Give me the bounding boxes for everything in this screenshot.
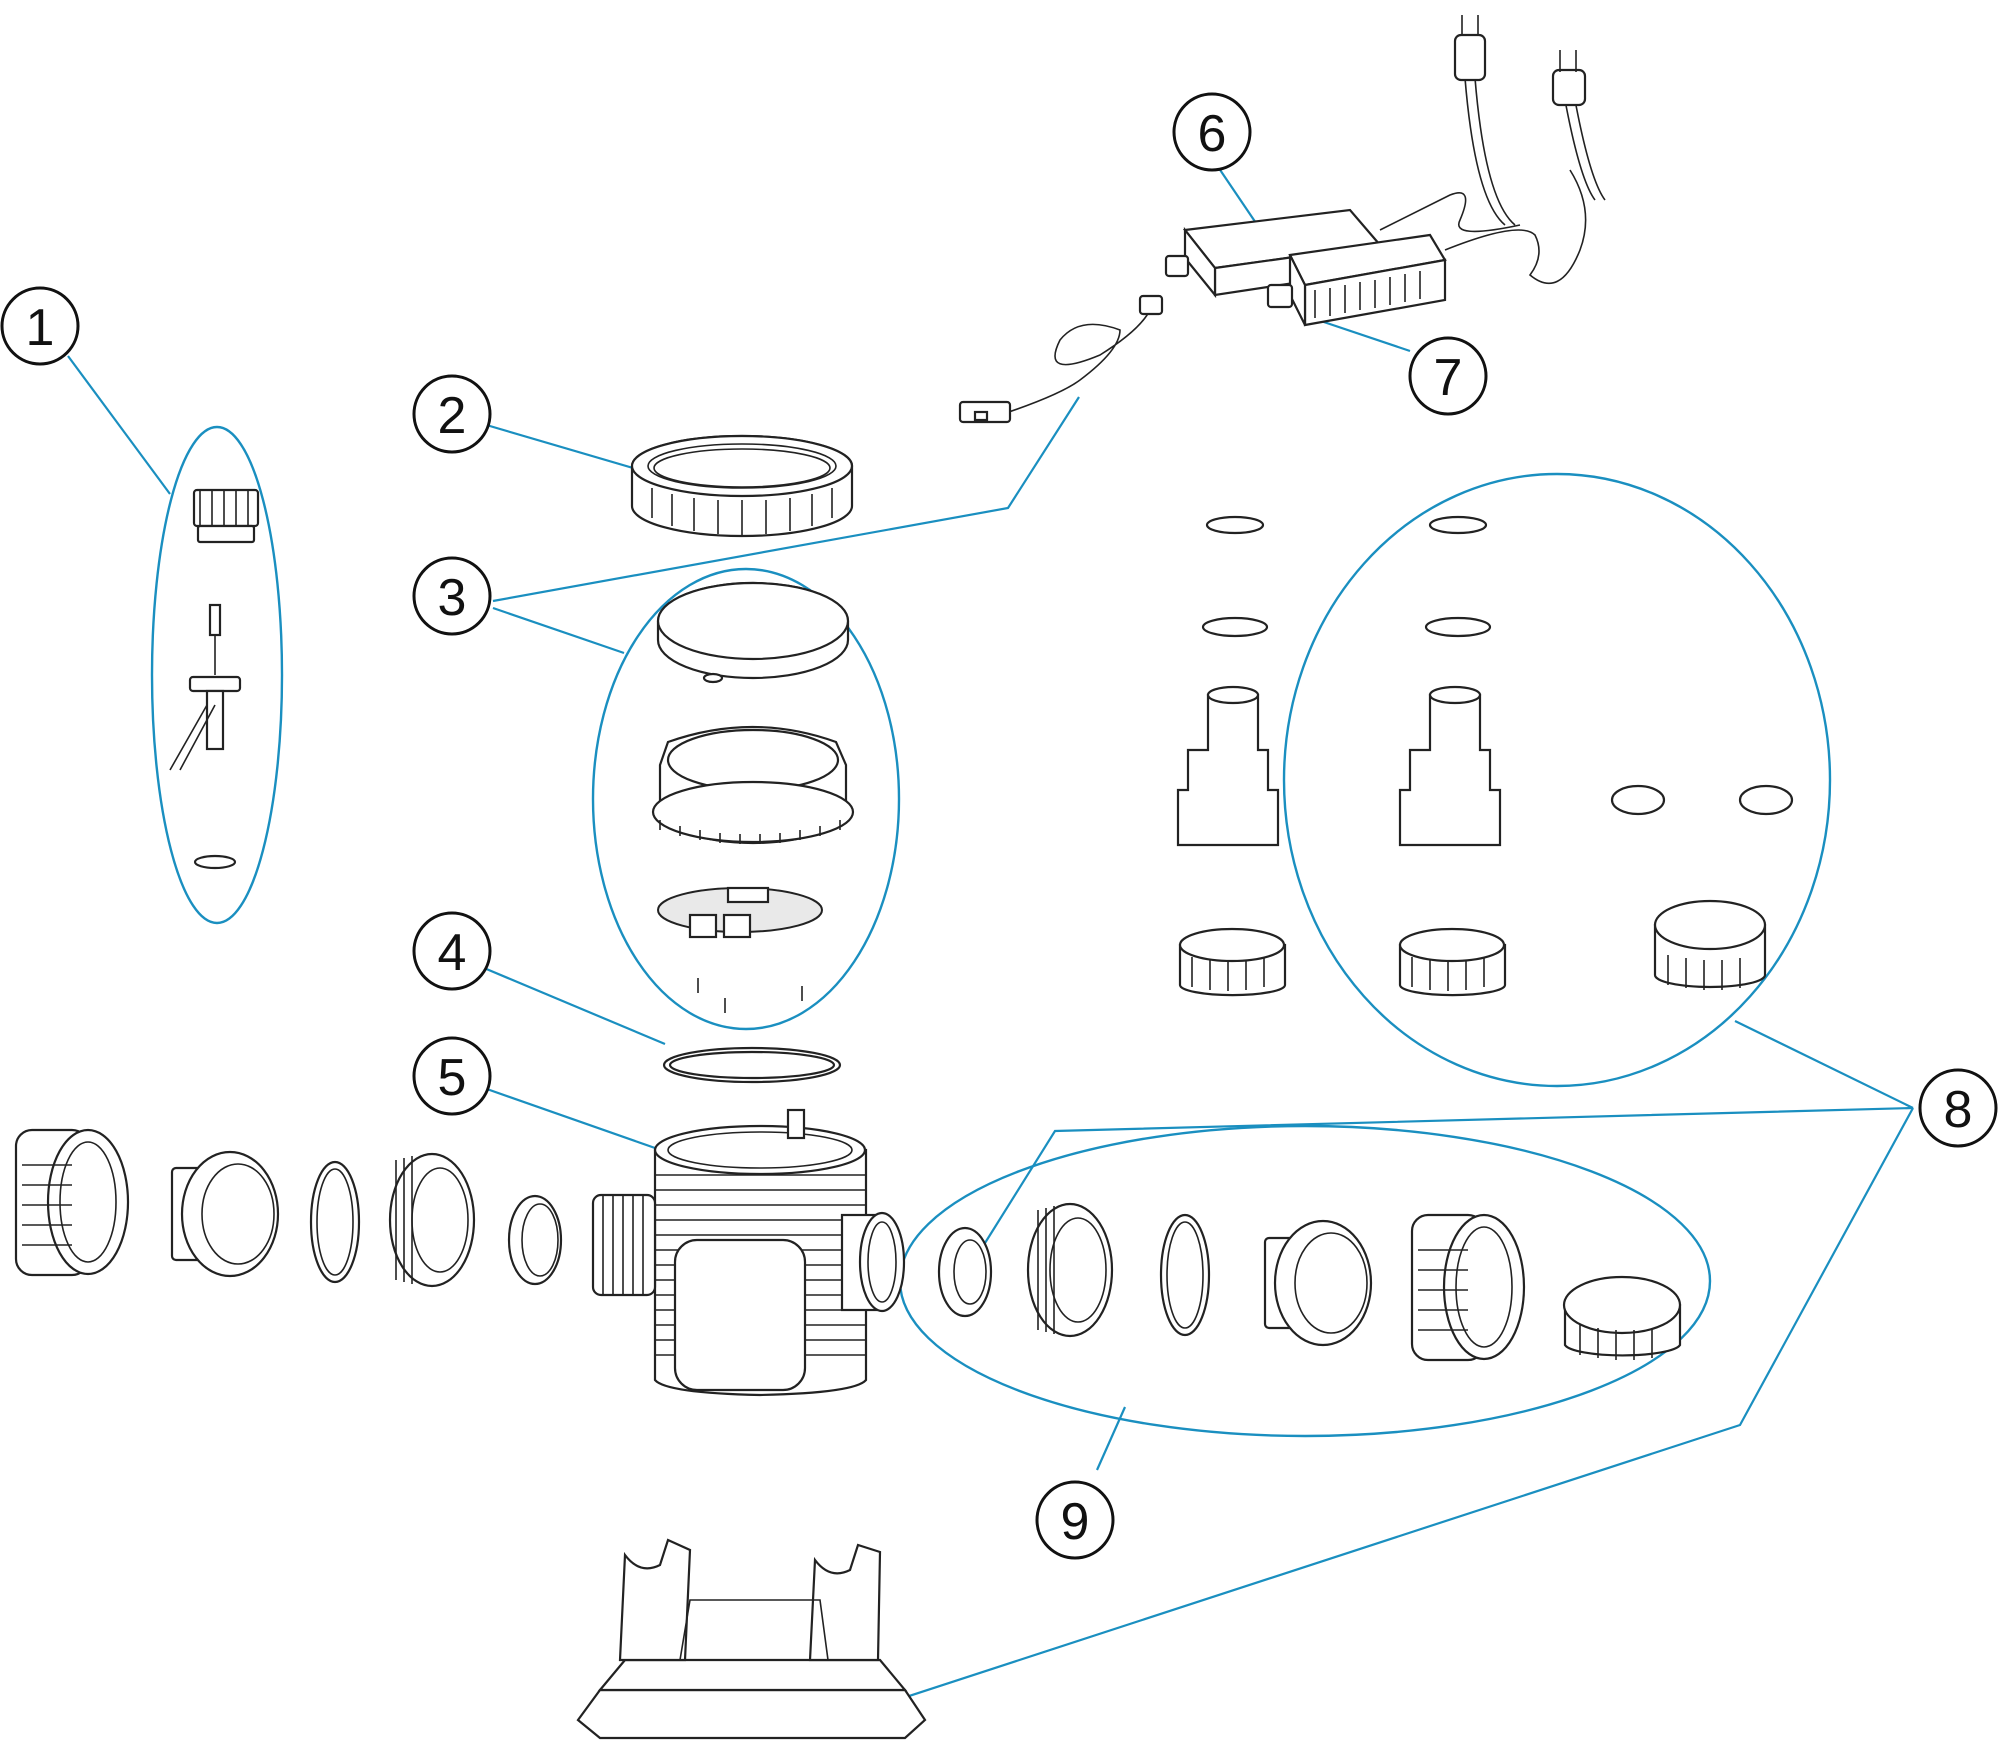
callout-6: 6 — [1172, 92, 1252, 172]
callout-number: 6 — [1198, 105, 1227, 163]
leader-5 — [483, 1086, 656, 1150]
leader-1 — [67, 355, 171, 495]
leader-3b — [492, 606, 625, 655]
callout-9: 9 — [1035, 1480, 1115, 1560]
callout-5: 5 — [412, 1036, 492, 1116]
callout-circle — [412, 374, 492, 454]
part-1-sensor-assembly — [169, 488, 260, 870]
power-cords — [958, 15, 1606, 424]
part-5-cell-body — [591, 1108, 906, 1397]
group-ellipse-8 — [1282, 472, 1832, 1088]
leader-8a — [1734, 1020, 1914, 1109]
leader-lines — [67, 154, 1914, 1714]
leader-3a — [492, 396, 1080, 603]
left-fittings-row — [14, 1128, 563, 1288]
leader-8c — [859, 1107, 1914, 1714]
part-7-transformer — [1266, 169, 1587, 327]
callout-circle — [412, 1036, 492, 1116]
group-ellipse-3 — [591, 567, 901, 1031]
callout-number: 8 — [1944, 1081, 1973, 1139]
callout-number: 2 — [438, 387, 467, 445]
leader-8b — [984, 1106, 1914, 1244]
callout-3: 3 — [412, 556, 492, 636]
callout-circle — [1918, 1068, 1998, 1148]
callout-4: 4 — [412, 911, 492, 991]
leader-2 — [482, 422, 651, 475]
part-8-spare-fittings — [1176, 515, 1794, 997]
group-ellipse-1 — [150, 425, 284, 925]
callout-number: 7 — [1434, 349, 1463, 407]
callout-circle — [1035, 1480, 1115, 1560]
part-4-o-ring — [662, 1046, 842, 1084]
leader-4 — [483, 966, 666, 1046]
callout-number: 4 — [438, 924, 467, 982]
callout-2: 2 — [412, 374, 492, 454]
callout-circle — [1172, 92, 1252, 172]
callout-7: 7 — [1408, 336, 1488, 416]
leader-9 — [1095, 1406, 1127, 1471]
callouts: 1 2 3 4 5 6 7 8 9 — [0, 92, 1998, 1560]
callout-number: 9 — [1061, 1493, 1090, 1551]
part-3-control-module — [651, 581, 855, 1013]
callout-1: 1 — [0, 286, 80, 366]
callout-number: 5 — [438, 1049, 467, 1107]
callout-circle — [0, 286, 80, 366]
callout-circle — [1408, 336, 1488, 416]
callout-circle — [412, 556, 492, 636]
part-9-outlet-kit — [937, 1202, 1682, 1362]
callout-circle — [412, 911, 492, 991]
callout-number: 3 — [438, 569, 467, 627]
part-2-lock-ring — [630, 434, 854, 538]
callout-8: 8 — [1918, 1068, 1998, 1148]
mounting-stand — [576, 1538, 927, 1740]
callout-number: 1 — [26, 299, 55, 357]
